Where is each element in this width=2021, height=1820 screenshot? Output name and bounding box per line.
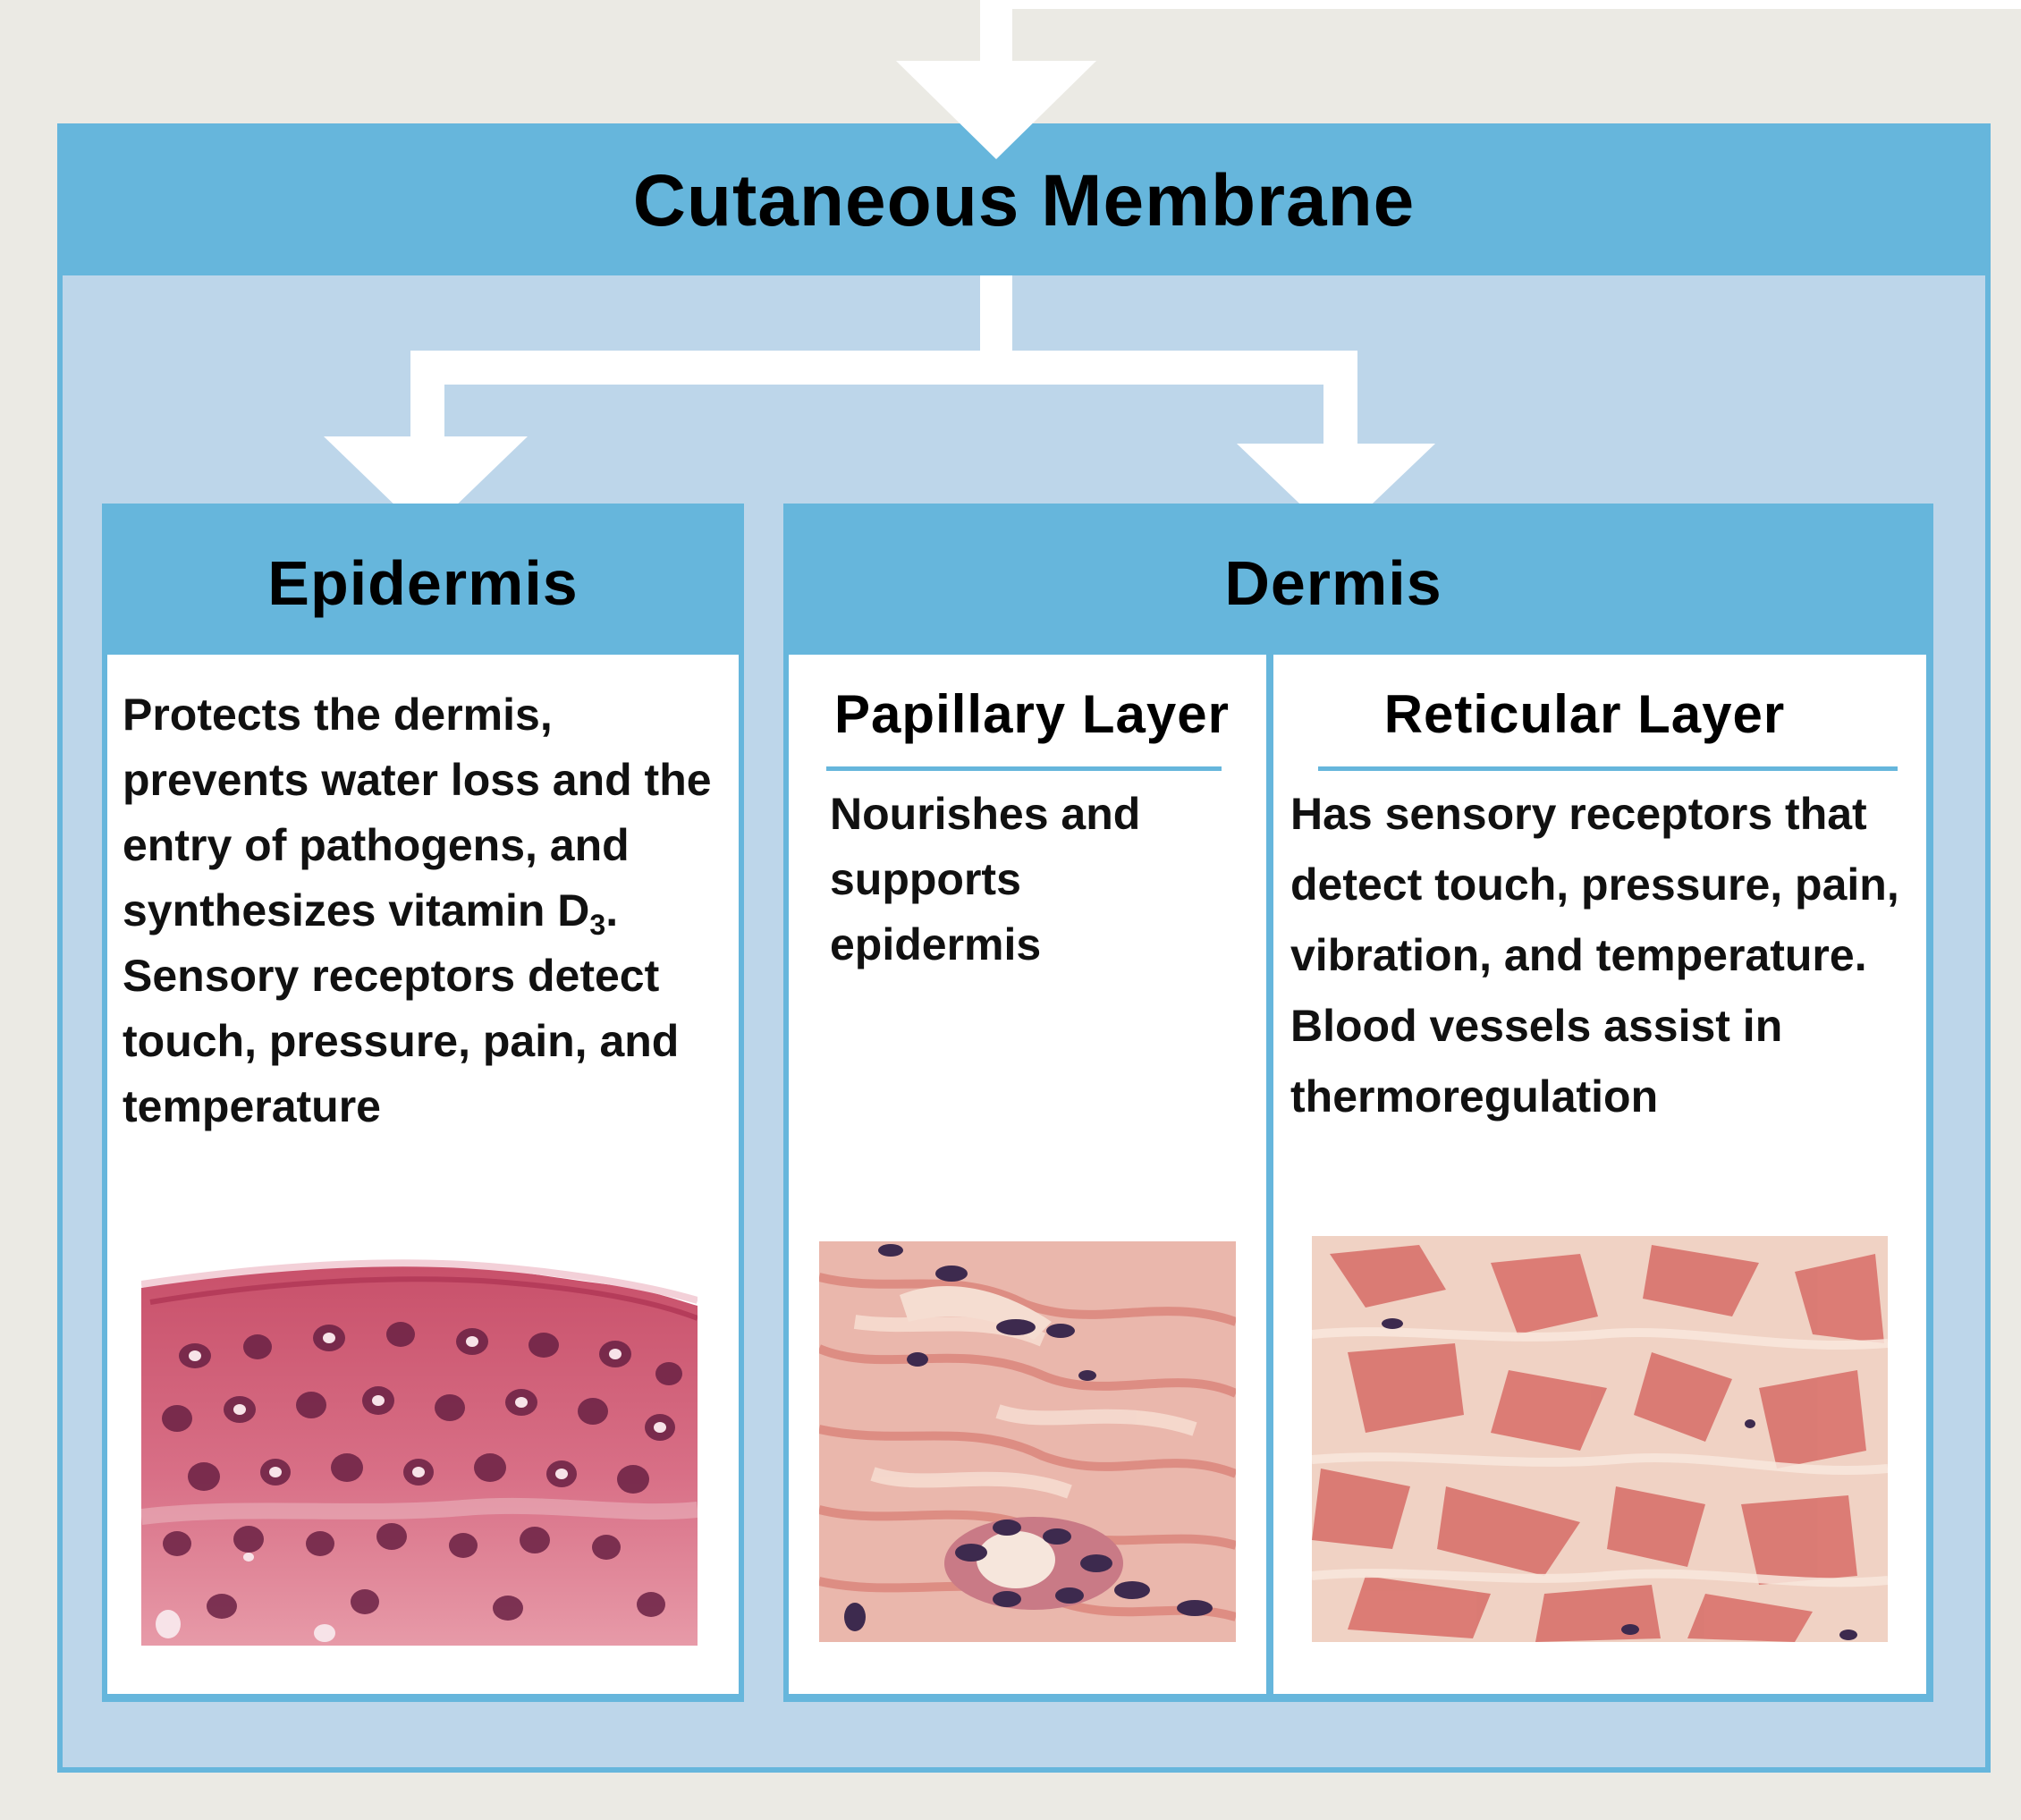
epidermis-title: Epidermis xyxy=(267,548,579,618)
epidermis-description-text-end: . Sensory receptors detect touch, pressu… xyxy=(123,885,680,1131)
reticular-micrograph-icon xyxy=(1312,1236,1888,1642)
papillary-divider xyxy=(826,766,1222,771)
split-connector-bar xyxy=(410,351,1357,385)
vitamin-d-subscript: 3 xyxy=(589,909,606,941)
epidermis-arrow-icon xyxy=(324,436,528,535)
root-arrow-icon xyxy=(896,61,1096,159)
papillary-layer-title: Papillary Layer xyxy=(834,684,1230,744)
main-title: Cutaneous Membrane xyxy=(632,160,1416,241)
papillary-micrograph-icon xyxy=(819,1241,1236,1642)
papillary-description: Nourishes and supports epidermis xyxy=(830,789,1141,969)
left-connector-drop xyxy=(410,351,444,447)
reticular-divider xyxy=(1318,766,1898,771)
reticular-description: Has sensory receptors that detect touch,… xyxy=(1290,789,1899,1122)
reticular-layer-title: Reticular Layer xyxy=(1383,684,1786,744)
epidermis-description: Protects the dermis, prevents water loss… xyxy=(123,682,731,1139)
dermis-title: Dermis xyxy=(1224,548,1442,618)
right-connector-drop xyxy=(1323,351,1357,447)
top-connector-line xyxy=(980,0,1012,64)
epidermis-micrograph-icon xyxy=(141,1249,698,1646)
dermis-arrow-icon xyxy=(1237,444,1435,538)
epidermis-description-text: Protects the dermis, prevents water loss… xyxy=(123,690,712,935)
top-connector-branch xyxy=(980,0,2021,9)
cutaneous-membrane-header xyxy=(57,123,1991,275)
